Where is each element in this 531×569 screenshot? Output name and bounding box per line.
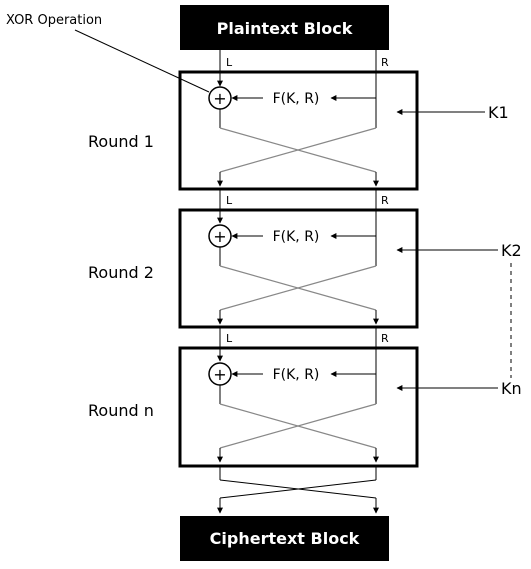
xor-annotation-label: XOR Operation	[6, 13, 102, 28]
final-cross-b	[219, 479, 377, 499]
swap-line-b	[219, 265, 377, 311]
round-box	[178, 346, 419, 468]
swap-line-b	[219, 127, 377, 173]
plaintext-label: Plaintext Block	[217, 19, 353, 38]
right-half-label: R	[381, 56, 389, 69]
right-half-label: R	[381, 194, 389, 207]
xor-symbol: +	[213, 89, 226, 108]
key-label: K1	[488, 103, 509, 122]
round-label: Round n	[88, 401, 154, 420]
function-label: F(K, R)	[273, 229, 320, 245]
round-box	[178, 70, 419, 191]
xor-symbol: +	[213, 365, 226, 384]
xor-symbol: +	[213, 227, 226, 246]
final-swap	[217, 466, 379, 514]
round-label: Round 1	[88, 132, 154, 151]
ciphertext-label: Ciphertext Block	[210, 529, 360, 548]
right-half-label: R	[381, 332, 389, 345]
left-half-label: L	[226, 56, 233, 69]
round-n: L R + F(K, R) Kn Round n	[88, 327, 522, 468]
ciphertext-block	[180, 516, 389, 561]
swap-line-b	[219, 403, 377, 449]
round-label: Round 2	[88, 263, 154, 282]
xor-annotation-leader	[74, 29, 210, 93]
function-label: F(K, R)	[273, 91, 320, 107]
left-half-label: L	[226, 194, 233, 207]
function-label: F(K, R)	[273, 367, 320, 383]
round-box	[178, 208, 419, 329]
round-1: L R + F(K, R) K1 Round 1	[88, 50, 509, 191]
key-label: K2	[501, 241, 522, 260]
plaintext-block	[180, 5, 389, 50]
left-half-label: L	[226, 332, 233, 345]
round-2: L R + F(K, R) K2 Round 2	[88, 189, 522, 329]
key-label: Kn	[501, 379, 522, 398]
